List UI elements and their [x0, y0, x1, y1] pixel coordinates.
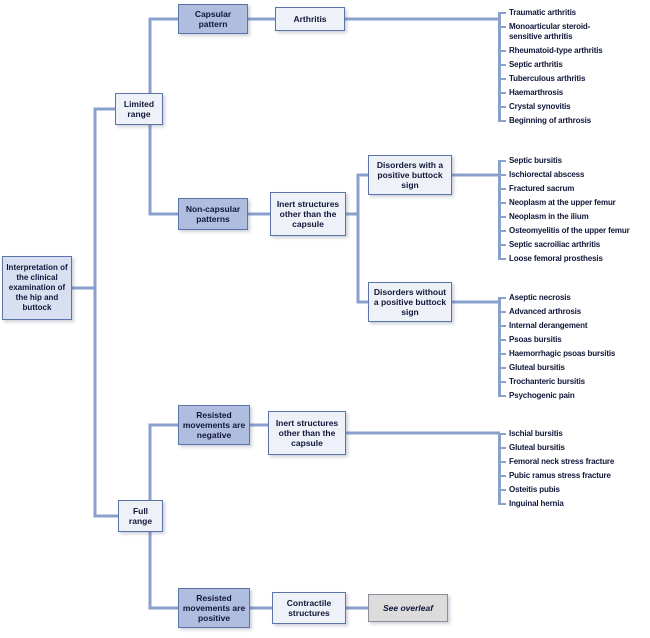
node-contractile-structures: Contractile structures	[272, 592, 346, 624]
list-item: Neoplasm in the ilium	[498, 212, 648, 222]
list-item: Gluteal bursitis	[498, 443, 648, 453]
list-item: Ischiorectal abscess	[498, 170, 648, 180]
list-item-tick-icon	[498, 91, 506, 95]
list-item-tick-icon	[498, 338, 506, 342]
list-item: Beginning of arthrosis	[498, 116, 610, 126]
list-item-tick-icon	[498, 63, 506, 67]
list-item-tick-icon	[498, 229, 506, 233]
list-item-tick-icon	[498, 460, 506, 464]
node-capsular-pattern: Capsular pattern	[178, 4, 248, 34]
list-spine-line	[498, 297, 501, 397]
node-inert-structures-limited: Inert structures other than the capsule	[270, 192, 346, 236]
node-limited-range-label: Limited range	[123, 99, 155, 119]
list-positive-buttock-sign: Septic bursitis Ischiorectal abscess Fra…	[498, 156, 648, 264]
list-item: Fractured sacrum	[498, 184, 648, 194]
list-item-tick-icon	[498, 119, 506, 123]
node-limited-range: Limited range	[115, 93, 163, 125]
list-item-tick-icon	[498, 215, 506, 219]
list-item: Septic bursitis	[498, 156, 648, 166]
list-item-tick-icon	[498, 257, 506, 261]
node-contractile-structures-label: Contractile structures	[286, 598, 332, 618]
node-root-label: Interpretation of the clinical examinati…	[6, 263, 68, 312]
node-disorders-without-buttock-sign-label: Disorders without a positive buttock sig…	[373, 287, 447, 317]
list-spine-line	[498, 160, 501, 260]
list-item-tick-icon	[498, 49, 506, 53]
list-inert-full-range: Ischial bursitis Gluteal bursitis Femora…	[498, 429, 648, 509]
list-arthritis-types: Traumatic arthritis Monoarticular steroi…	[498, 8, 610, 126]
list-item: Osteitis pubis	[498, 485, 648, 495]
list-item-tick-icon	[498, 201, 506, 205]
node-full-range-label: Full range	[128, 506, 153, 526]
list-item: Tuberculous arthritis	[498, 74, 610, 84]
list-item-tick-icon	[498, 474, 506, 478]
list-item-tick-icon	[498, 159, 506, 163]
list-item: Ischial bursitis	[498, 429, 648, 439]
list-item-tick-icon	[498, 502, 506, 506]
list-item: Gluteal bursitis	[498, 363, 648, 373]
list-item-tick-icon	[498, 446, 506, 450]
node-inert-structures-full: Inert structures other than the capsule	[268, 411, 346, 455]
node-resisted-movements-positive: Resisted movements are positive	[178, 588, 250, 628]
list-item-tick-icon	[498, 352, 506, 356]
node-inert-structures-limited-label: Inert structures other than the capsule	[276, 199, 340, 229]
list-item: Loose femoral prosthesis	[498, 254, 648, 264]
list-item: Neoplasm at the upper femur	[498, 198, 648, 208]
node-resisted-movements-negative: Resisted movements are negative	[178, 405, 250, 445]
list-item-tick-icon	[498, 105, 506, 109]
list-item-tick-icon	[498, 488, 506, 492]
node-resisted-movements-negative-label: Resisted movements are negative	[182, 410, 246, 440]
node-arthritis-label: Arthritis	[293, 14, 327, 24]
node-disorders-with-buttock-sign-label: Disorders with a positive buttock sign	[376, 160, 444, 190]
list-item-tick-icon	[498, 77, 506, 81]
node-resisted-movements-positive-label: Resisted movements are positive	[182, 593, 246, 623]
list-item: Internal derangement	[498, 321, 648, 331]
list-item: Trochanteric bursitis	[498, 377, 648, 387]
list-item-tick-icon	[498, 432, 506, 436]
node-disorders-with-buttock-sign: Disorders with a positive buttock sign	[368, 155, 452, 195]
node-disorders-without-buttock-sign: Disorders without a positive buttock sig…	[368, 282, 452, 322]
list-item: Septic arthritis	[498, 60, 610, 70]
node-non-capsular-patterns: Non-capsular patterns	[178, 198, 248, 230]
list-item-tick-icon	[498, 366, 506, 370]
list-item-tick-icon	[498, 25, 506, 29]
list-item: Crystal synovitis	[498, 102, 610, 112]
list-item-tick-icon	[498, 310, 506, 314]
list-item: Haemorrhagic psoas bursitis	[498, 349, 648, 359]
list-item: Osteomyelitis of the upper femur	[498, 226, 648, 236]
list-item-tick-icon	[498, 380, 506, 384]
list-item-tick-icon	[498, 187, 506, 191]
list-item: Advanced arthrosis	[498, 307, 648, 317]
list-spine-line	[498, 12, 501, 122]
list-item: Septic sacroiliac arthritis	[498, 240, 648, 250]
list-item: Inguinal hernia	[498, 499, 648, 509]
list-negative-buttock-sign: Aseptic necrosis Advanced arthrosis Inte…	[498, 293, 648, 401]
list-item-tick-icon	[498, 243, 506, 247]
list-item: Monoarticular steroid-sensitive arthriti…	[498, 22, 610, 42]
list-item-tick-icon	[498, 11, 506, 15]
node-arthritis: Arthritis	[275, 7, 345, 31]
list-item: Haemarthrosis	[498, 88, 610, 98]
list-item-tick-icon	[498, 296, 506, 300]
node-root: Interpretation of the clinical examinati…	[2, 256, 72, 320]
node-capsular-pattern-label: Capsular pattern	[194, 9, 232, 29]
list-item-tick-icon	[498, 173, 506, 177]
node-see-overleaf-label: See overleaf	[382, 603, 434, 613]
node-non-capsular-patterns-label: Non-capsular patterns	[185, 204, 241, 224]
node-full-range: Full range	[118, 500, 163, 532]
list-item: Traumatic arthritis	[498, 8, 610, 18]
list-item: Psoas bursitis	[498, 335, 648, 345]
list-spine-line	[498, 433, 501, 505]
list-item: Pubic ramus stress fracture	[498, 471, 648, 481]
node-inert-structures-full-label: Inert structures other than the capsule	[275, 418, 339, 448]
list-item: Psychogenic pain	[498, 391, 648, 401]
list-item-tick-icon	[498, 324, 506, 328]
list-item: Femoral neck stress fracture	[498, 457, 648, 467]
list-item: Rheumatoid-type arthritis	[498, 46, 610, 56]
list-item-tick-icon	[498, 394, 506, 398]
node-see-overleaf: See overleaf	[368, 594, 448, 622]
list-item: Aseptic necrosis	[498, 293, 648, 303]
